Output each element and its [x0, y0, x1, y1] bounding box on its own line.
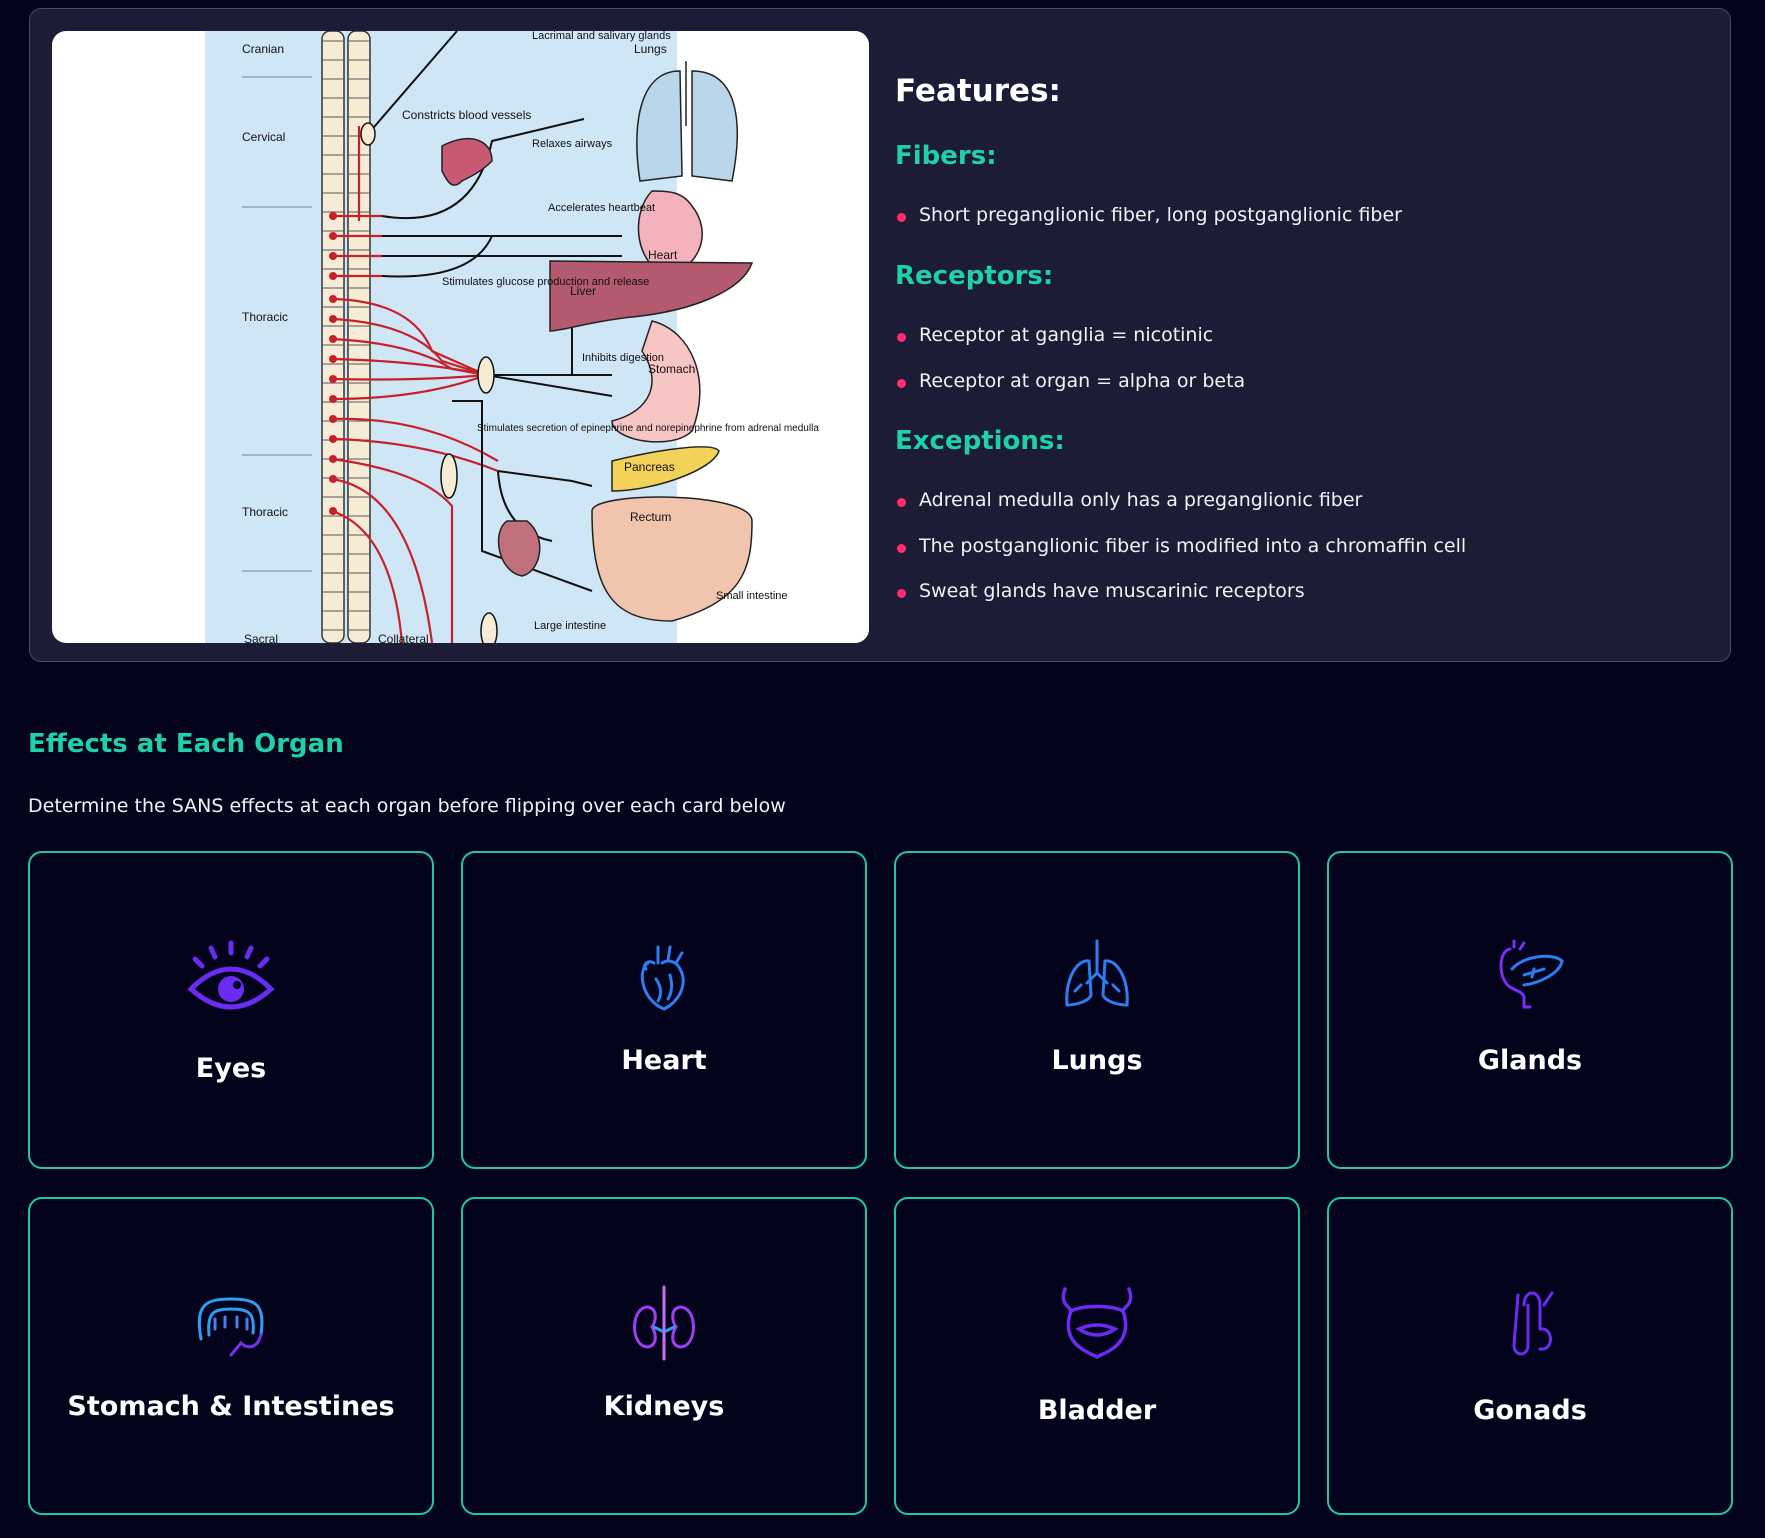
bullet-item: Adrenal medulla only has a preganglionic…	[895, 489, 1362, 511]
diagram-label: Lacrimal and salivary glands	[532, 31, 671, 42]
diagram-label: Thoracic	[242, 505, 288, 519]
card-label: Heart	[621, 1045, 707, 1076]
flip-card-bladder[interactable]: Bladder	[894, 1197, 1300, 1515]
pancreas-gland-icon	[1499, 939, 1564, 1009]
diagram-label: Liver	[570, 284, 596, 298]
section-description: Determine the SANS effects at each organ…	[28, 795, 786, 817]
bullet-item: Receptor at ganglia = nicotinic	[895, 324, 1213, 346]
card-label: Bladder	[1037, 1395, 1157, 1426]
bullet-item: Receptor at organ = alpha or beta	[895, 370, 1245, 392]
diagram-label: Lungs	[634, 42, 667, 56]
intestines-icon	[197, 1297, 264, 1357]
diagram-label: Stimulates secretion of epinephrine and …	[477, 423, 819, 434]
receptors-heading: Receptors:	[895, 261, 1054, 291]
features-panel: Cranian Cervical Thoracic Thoracic Sacra…	[29, 8, 1731, 662]
diagram-label: Pancreas	[624, 460, 675, 474]
organ-card-grid: Eyes Heart Lungs	[28, 851, 1733, 1519]
gonads-icon	[1512, 1291, 1554, 1356]
diagram-label: Stimulates glucose production and releas…	[442, 276, 649, 288]
card-label: Stomach & Intestines	[67, 1391, 395, 1422]
bullet-item: The postganglionic fiber is modified int…	[895, 535, 1466, 557]
diagram-label: Accelerates heartbeat	[548, 202, 655, 214]
section-title: Effects at Each Organ	[28, 729, 344, 759]
diagram-label: Inhibits digestion	[582, 352, 664, 364]
diagram-label: Sacral	[244, 632, 278, 643]
eye-icon	[187, 940, 275, 1010]
lungs-icon	[1065, 939, 1129, 1007]
diagram-label: Stomach	[648, 362, 695, 376]
diagram-label: Small intestine	[716, 590, 788, 602]
diagram-label: Cranian	[242, 42, 284, 56]
heart-organ-icon	[640, 945, 685, 1011]
card-label: Kidneys	[603, 1391, 725, 1422]
card-label: Gonads	[1473, 1395, 1587, 1426]
sympathetic-nervous-system-diagram: Cranian Cervical Thoracic Thoracic Sacra…	[52, 31, 869, 643]
flip-card-kidneys[interactable]: Kidneys	[461, 1197, 867, 1515]
flip-card-gonads[interactable]: Gonads	[1327, 1197, 1733, 1515]
bullet-item: Short preganglionic fiber, long postgang…	[895, 204, 1402, 226]
bladder-icon	[1061, 1287, 1133, 1360]
flip-card-eyes[interactable]: Eyes	[28, 851, 434, 1169]
card-label: Lungs	[1051, 1045, 1143, 1076]
diagram-label: Rectum	[630, 510, 671, 524]
card-label: Glands	[1477, 1045, 1583, 1076]
diagram-label: Heart	[648, 248, 678, 262]
kidneys-icon	[633, 1285, 695, 1361]
flip-card-glands[interactable]: Glands	[1327, 851, 1733, 1169]
bullet-item: Sweat glands have muscarinic receptors	[895, 580, 1305, 602]
diagram-label: Constricts blood vessels	[402, 108, 531, 122]
diagram-label: Large intestine	[534, 620, 606, 632]
diagram-label: Collateral	[378, 632, 429, 643]
flip-card-lungs[interactable]: Lungs	[894, 851, 1300, 1169]
flip-card-stomach-intestines[interactable]: Stomach & Intestines	[28, 1197, 434, 1515]
card-label: Eyes	[195, 1053, 267, 1084]
exceptions-heading: Exceptions:	[895, 426, 1065, 456]
fibers-heading: Fibers:	[895, 141, 997, 171]
flip-card-heart[interactable]: Heart	[461, 851, 867, 1169]
features-title: Features:	[895, 73, 1061, 109]
diagram-label: Relaxes airways	[532, 138, 613, 150]
diagram-label: Cervical	[242, 130, 285, 144]
diagram-label: Thoracic	[242, 310, 288, 324]
